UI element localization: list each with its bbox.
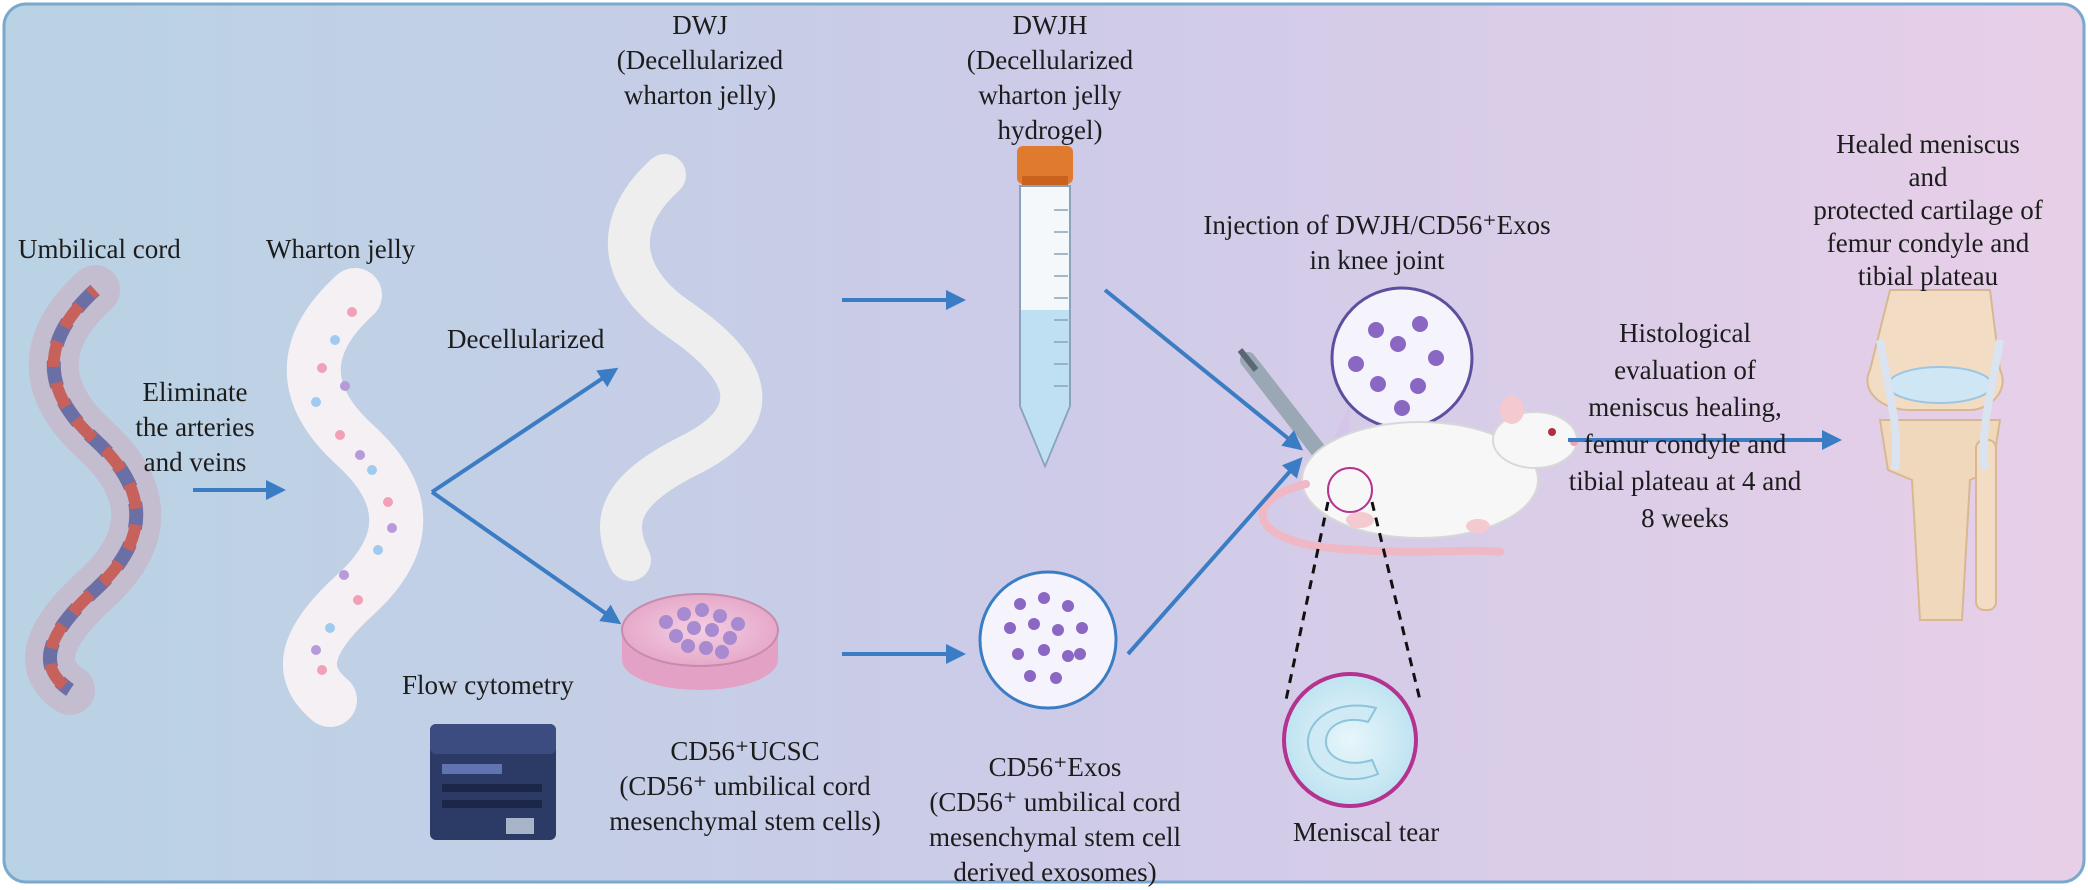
label-healed-line-4: femur condyle and xyxy=(1826,228,2030,258)
arrow-jelly-to-ucsc xyxy=(430,490,622,625)
label-exos-line-3: mesenchymal stem cell xyxy=(929,822,1181,852)
meniscus-zoom-icon xyxy=(1282,467,1422,808)
label-healed-line-5: tibial plateau xyxy=(1857,261,1999,291)
label-exos: CD56⁺Exos (CD56⁺ umbilical cord mesenchy… xyxy=(895,750,1215,890)
knee-joint-icon xyxy=(1866,289,2004,621)
arrow-dwjh-to-injection xyxy=(1103,288,1304,451)
label-meniscal-tear: Meniscal tear xyxy=(1293,817,1440,847)
label-injection-line-2: in knee joint xyxy=(1309,245,1445,275)
label-healed: Healed meniscus and protected cartilage … xyxy=(1778,128,2078,293)
arrow-jelly-to-dwj xyxy=(430,367,619,494)
petri-dish-icon xyxy=(621,593,779,690)
label-dwj-line-1: DWJ xyxy=(672,10,728,40)
label-umbilical-cord: Umbilical cord xyxy=(18,234,181,264)
label-histological-line-5: tibial plateau at 4 and xyxy=(1568,466,1802,496)
label-dwjh-line-2: (Decellularized xyxy=(966,45,1134,75)
label-exos-line-1: CD56⁺Exos xyxy=(988,752,1122,782)
label-ucsc-line-1: CD56⁺UCSC xyxy=(670,736,820,766)
label-dwjh-line-1: DWJH xyxy=(1012,10,1088,40)
label-dwjh: DWJH (Decellularized wharton jelly hydro… xyxy=(930,8,1170,148)
umbilical-cord-icon xyxy=(25,265,162,715)
label-dwj: DWJ (Decellularized wharton jelly) xyxy=(570,8,830,113)
label-dwj-line-3: wharton jelly) xyxy=(623,80,777,110)
flow-arrows xyxy=(193,288,1842,664)
label-decellularized: Decellularized xyxy=(447,324,605,354)
label-histological-line-1: Histological xyxy=(1619,318,1751,348)
label-eliminate-line-1: Eliminate xyxy=(142,377,248,407)
exosome-circle-icon xyxy=(978,570,1118,710)
label-eliminate: Eliminate the arteries and veins xyxy=(110,375,280,480)
label-injection-line-1: Injection of DWJH/CD56⁺Exos xyxy=(1203,210,1551,240)
label-histological-line-2: evaluation of xyxy=(1614,355,1756,385)
label-histological: Histological evaluation of meniscus heal… xyxy=(1560,315,1810,537)
flow-cytometer-icon xyxy=(430,724,556,840)
label-healed-line-3: protected cartilage of xyxy=(1813,195,2043,225)
injection-vesicle-circle-icon xyxy=(1318,286,1474,470)
label-injection: Injection of DWJH/CD56⁺Exos in knee join… xyxy=(1162,208,1592,278)
arrow-exos-to-injection xyxy=(1126,457,1303,656)
label-exos-line-2: (CD56⁺ umbilical cord xyxy=(929,787,1181,817)
label-histological-line-4: femur condyle and xyxy=(1583,429,1787,459)
label-dwj-line-2: (Decellularized xyxy=(616,45,784,75)
label-eliminate-line-2: the arteries xyxy=(135,412,255,442)
label-ucsc-line-3: mesenchymal stem cells) xyxy=(609,806,881,836)
label-histological-line-3: meniscus healing, xyxy=(1588,392,1782,422)
dwj-scaffold-icon xyxy=(599,154,763,581)
label-histological-line-6: 8 weeks xyxy=(1641,503,1729,533)
label-dwjh-line-3: wharton jelly xyxy=(978,80,1122,110)
conical-tube-icon xyxy=(1017,146,1073,469)
label-wharton-jelly: Wharton jelly xyxy=(266,234,416,264)
label-healed-line-1: Healed meniscus xyxy=(1836,129,2020,159)
label-healed-line-2: and xyxy=(1908,162,1948,192)
wharton-jelly-icon xyxy=(283,268,424,727)
label-flow-cytometry: Flow cytometry xyxy=(402,670,574,700)
label-exos-line-4: derived exosomes) xyxy=(953,857,1157,887)
label-dwjh-line-4: hydrogel) xyxy=(997,115,1103,145)
label-eliminate-line-3: and veins xyxy=(143,447,247,477)
label-ucsc: CD56⁺UCSC (CD56⁺ umbilical cord mesenchy… xyxy=(585,734,905,839)
label-ucsc-line-2: (CD56⁺ umbilical cord xyxy=(619,771,871,801)
